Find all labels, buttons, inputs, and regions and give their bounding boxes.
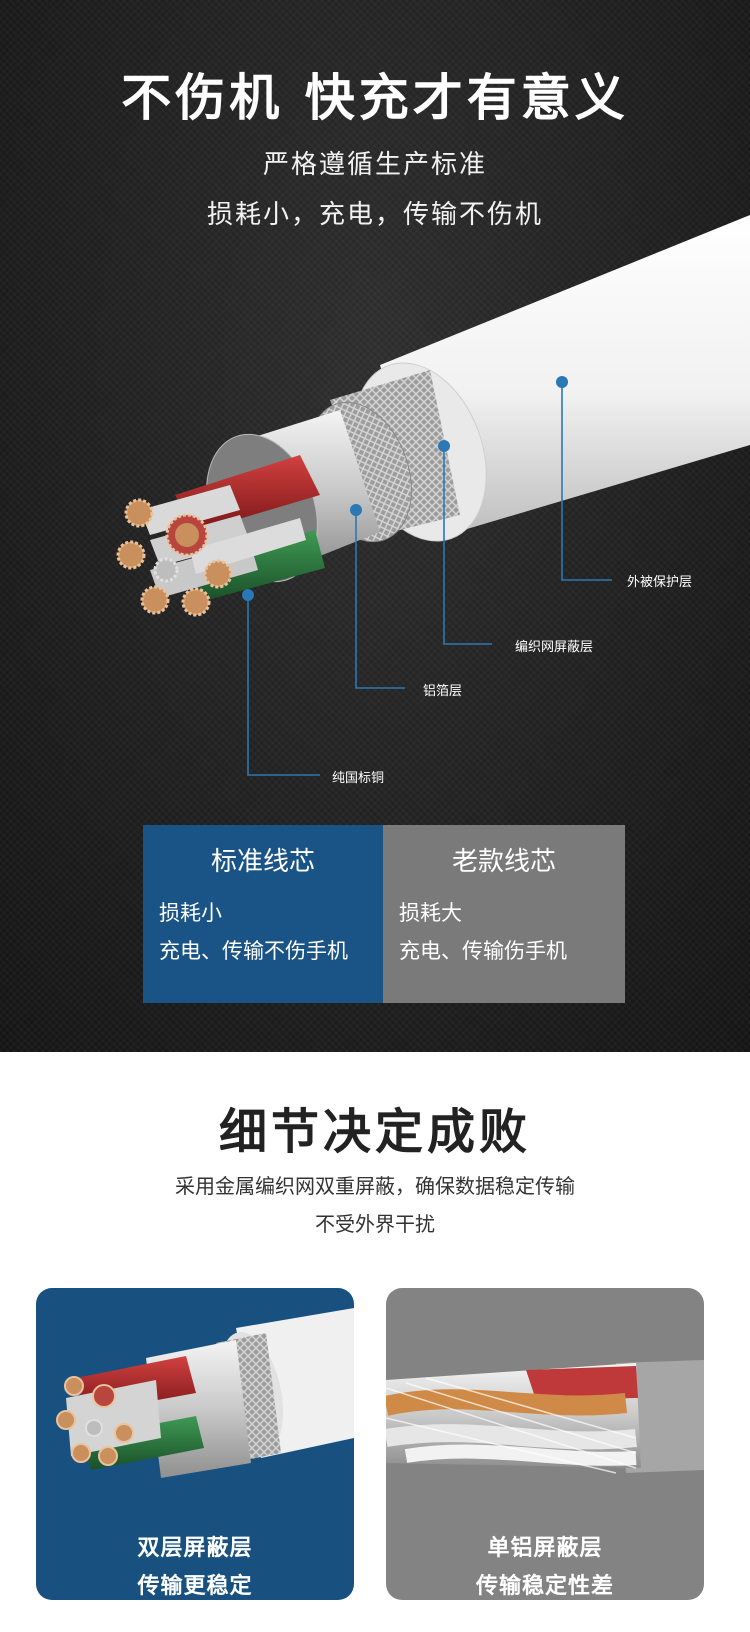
card-double-shield: 双层屏蔽层 传输更稳定 — [36, 1288, 354, 1600]
legacy-core-loss: 损耗大 — [399, 901, 462, 925]
standard-core-effect: 充电、传输不伤手机 — [159, 939, 348, 963]
legacy-core-effect: 充电、传输伤手机 — [399, 939, 567, 963]
hero-subtitle-standard: 严格遵循生产标准 — [262, 150, 487, 180]
callout-dot-copper-core — [242, 589, 254, 601]
callout-label-outer-jacket: 外被保护层 — [627, 575, 693, 590]
double-shield-strand-end — [56, 1410, 76, 1430]
double-shield-caption: 双层屏蔽层 — [137, 1536, 253, 1561]
single-shield-drawback: 传输稳定性差 — [475, 1574, 614, 1599]
hero-section: 不伤机 快充才有意义 严格遵循生产标准 损耗小，充电，传输不伤机 — [0, 0, 750, 1052]
copper-strand-ends — [116, 498, 233, 617]
double-shield-strand-end — [64, 1376, 84, 1396]
callout-line-copper-core — [247, 595, 320, 776]
callout-line-outer-jacket — [561, 382, 612, 581]
hero-headline: 不伤机 快充才有意义 — [121, 69, 629, 127]
card-single-shield: 单铝屏蔽层 传输稳定性差 — [386, 1288, 704, 1600]
double-shield-benefit: 传输更稳定 — [137, 1574, 253, 1599]
standard-core-loss: 损耗小 — [159, 901, 222, 925]
callout-dot-braided-shield — [438, 440, 450, 452]
double-shield-strand-end — [98, 1446, 118, 1466]
double-shield-strand-end — [71, 1443, 91, 1463]
callout-line-braided-shield — [443, 446, 492, 645]
double-shield-strand-end — [85, 1419, 103, 1437]
callout-dot-outer-jacket — [556, 376, 568, 388]
callout-line-aluminum-foil — [355, 510, 405, 689]
comparison-legacy-core: 老款线芯 损耗大 充电、传输伤手机 — [383, 825, 625, 1003]
callout-dot-aluminum-foil — [350, 504, 362, 516]
callout-label-copper-core: 纯国标铜 — [332, 771, 385, 786]
standard-core-title: 标准线芯 — [210, 847, 315, 877]
single-shield-caption: 单铝屏蔽层 — [487, 1536, 603, 1561]
callout-label-braided-shield: 编织网屏蔽层 — [515, 640, 594, 655]
double-shield-strand-end — [92, 1384, 116, 1408]
hero-subtitle-benefit: 损耗小，充电，传输不伤机 — [206, 200, 543, 230]
comparison-standard-core: 标准线芯 损耗小 充电、传输不伤手机 — [143, 825, 383, 1003]
single-shield-cable-illustration — [386, 1360, 704, 1474]
detail-subtitle-interference: 不受外界干扰 — [315, 1212, 435, 1236]
double-shield-cable-illustration — [56, 1308, 354, 1478]
callout-label-aluminum-foil: 铝箔层 — [423, 684, 463, 699]
cable-cross-section-illustration — [116, 215, 750, 776]
double-shield-strand-end — [114, 1423, 134, 1443]
detail-title: 细节决定成败 — [218, 1104, 531, 1160]
detail-subtitle-shielding: 采用金属编织网双重屏蔽，确保数据稳定传输 — [175, 1174, 575, 1198]
legacy-core-title: 老款线芯 — [451, 847, 556, 877]
